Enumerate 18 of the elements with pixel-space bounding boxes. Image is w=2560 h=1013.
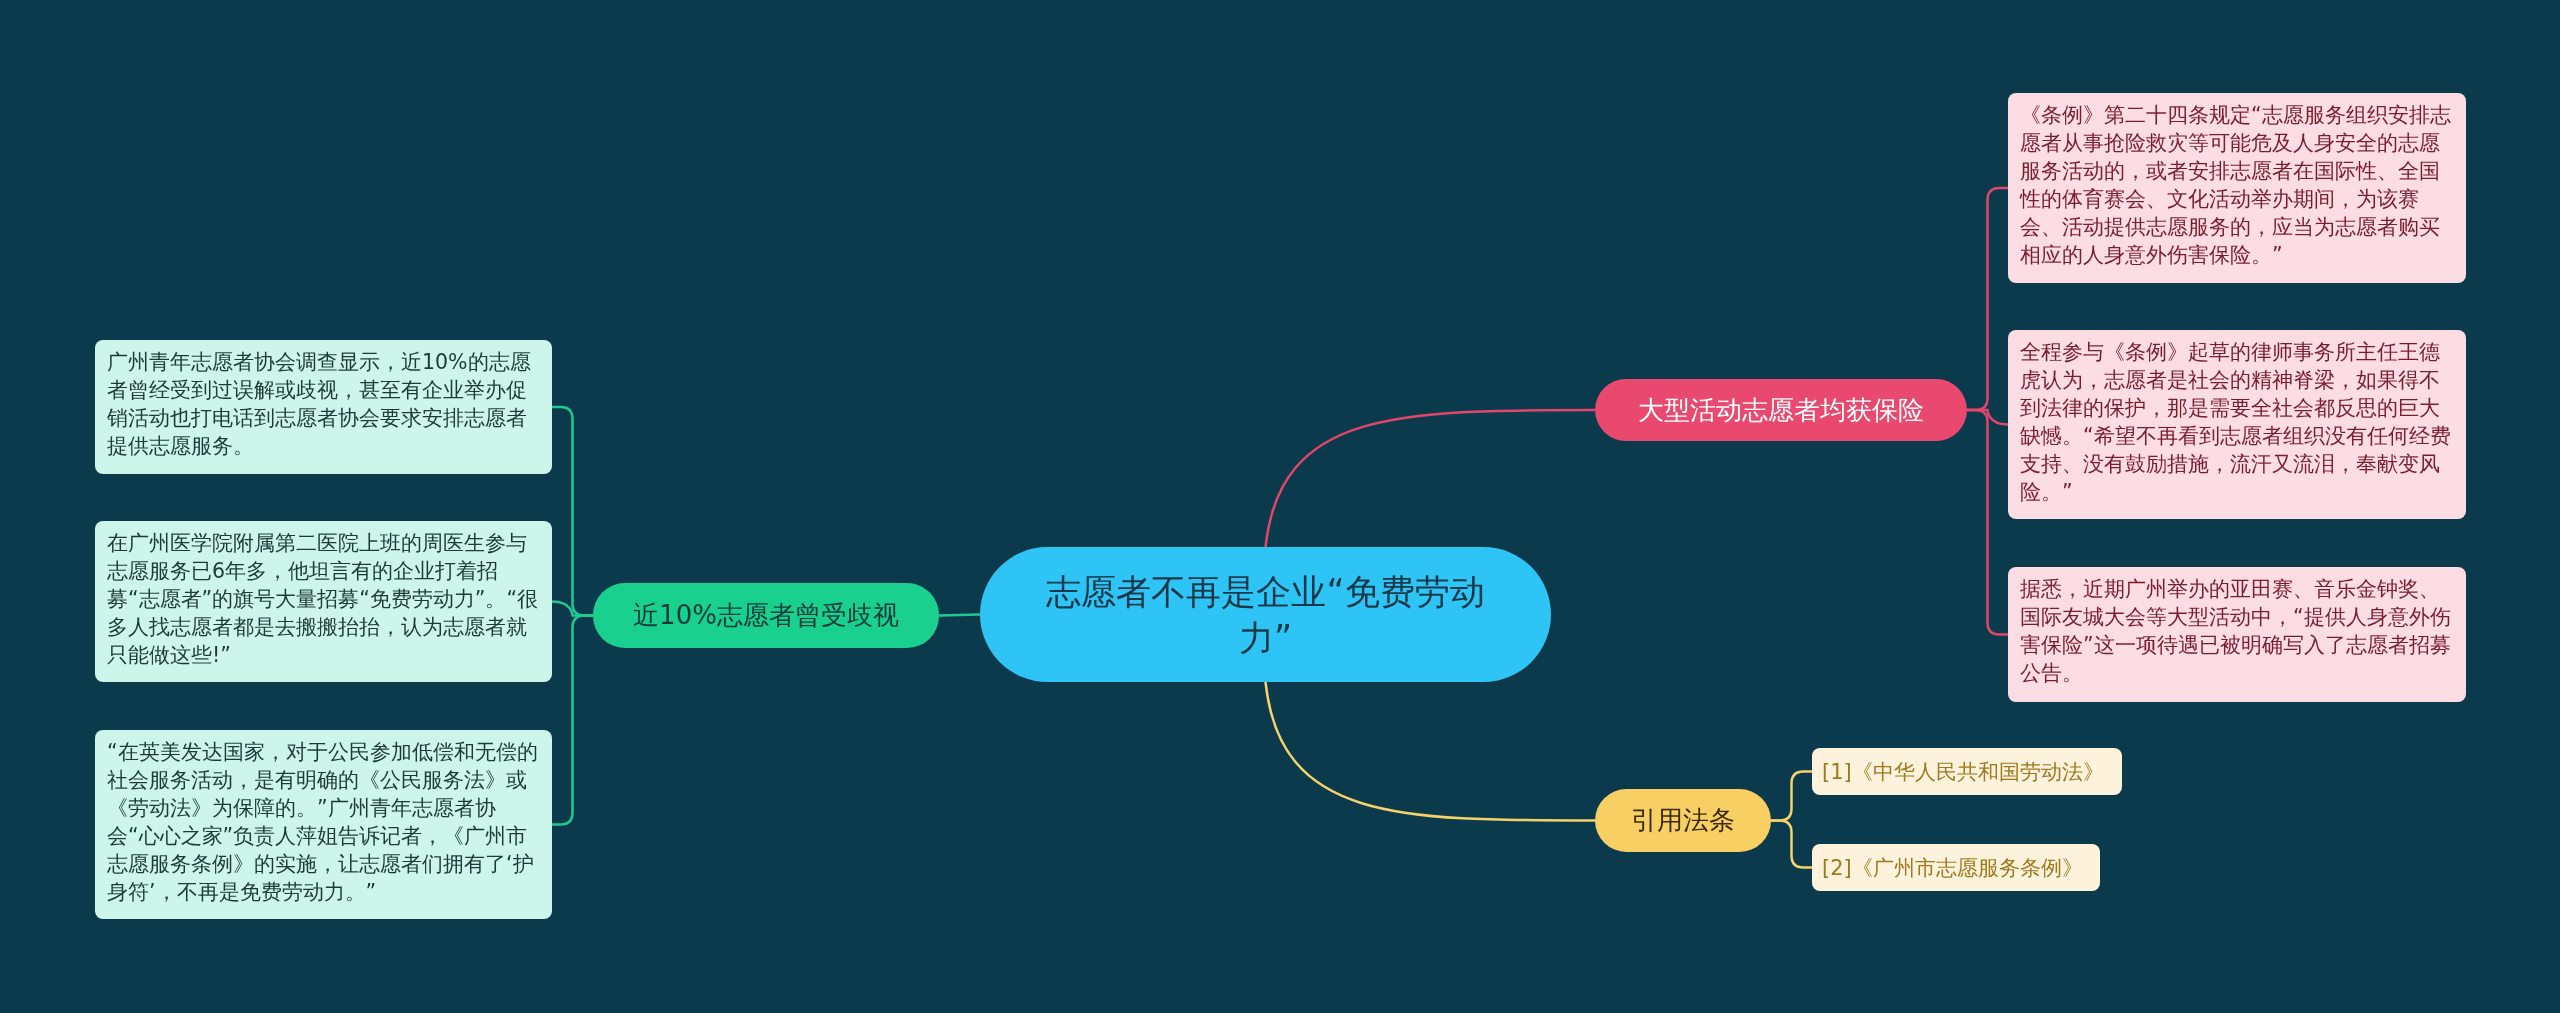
branch-bubble: 近10%志愿者曾受歧视 xyxy=(593,583,939,648)
connector-line xyxy=(552,614,593,826)
topic-bubble: 志愿者不再是企业“免费劳动力” xyxy=(980,547,1551,682)
connector-line xyxy=(1264,408,1595,548)
reference-card: [2]《广州市志愿服务条例》 xyxy=(1812,844,2100,891)
note-card: 《条例》第二十四条规定“志愿服务组织安排志愿者从事抢险救灾等可能危及人身安全的志愿服务活动的，或者安排志愿者在国际性、全国性的体育赛会、文化活动举办期间，为该赛会、活动提供志愿服务的，应当为志愿者购买相应的人身意外伤害保险。” xyxy=(2008,93,2466,283)
connector-line xyxy=(1264,681,1595,822)
note-card: 在广州医学院附属第二医院上班的周医生参与志愿服务已6年多，他坦言有的企业打着招募“志愿者”的旗号大量招募“免费劳动力”。“很多人找志愿者都是去搬搬抬抬，认为志愿者就只能做这些!” xyxy=(95,521,552,682)
note-card: 据悉，近期广州举办的亚田赛、音乐金钟奖、国际友城大会等大型活动中，“提供人身意外伤害保险”这一项待遇已被明确写入了志愿者招募公告。 xyxy=(2008,567,2466,702)
reference-card: [1]《中华人民共和国劳动法》 xyxy=(1812,748,2122,795)
note-card: 全程参与《条例》起草的律师事务所主任王德虎认为，志愿者是社会的精神脊梁，如果得不到法律的保护，那是需要全社会都反思的巨大缺憾。“希望不再看到志愿者组织没有任何经费支持、没有鼓励措施，流汗又流泪，奉献变风险。” xyxy=(2008,330,2466,519)
branch-bubble: 引用法条 xyxy=(1595,789,1771,852)
branch-bubble: 大型活动志愿者均获保险 xyxy=(1595,379,1967,441)
note-card: “在英美发达国家，对于公民参加低偿和无偿的社会服务活动，是有明确的《公民服务法》或《劳动法》为保障的。”广州青年志愿者协会“心心之家”负责人萍姐告诉记者，《广州市志愿服务条例》的实施，让志愿者们拥有了‘护身符’，不再是免费劳动力。” xyxy=(95,730,552,919)
connector-line xyxy=(1771,819,1812,869)
connector-line xyxy=(938,613,981,617)
connector-line xyxy=(1967,408,2008,636)
note-card: 广州青年志愿者协会调查显示，近10%的志愿者曾经受到过误解或歧视，甚至有企业举办促销活动也打电话到志愿者协会要求安排志愿者提供志愿服务。 xyxy=(95,340,552,474)
